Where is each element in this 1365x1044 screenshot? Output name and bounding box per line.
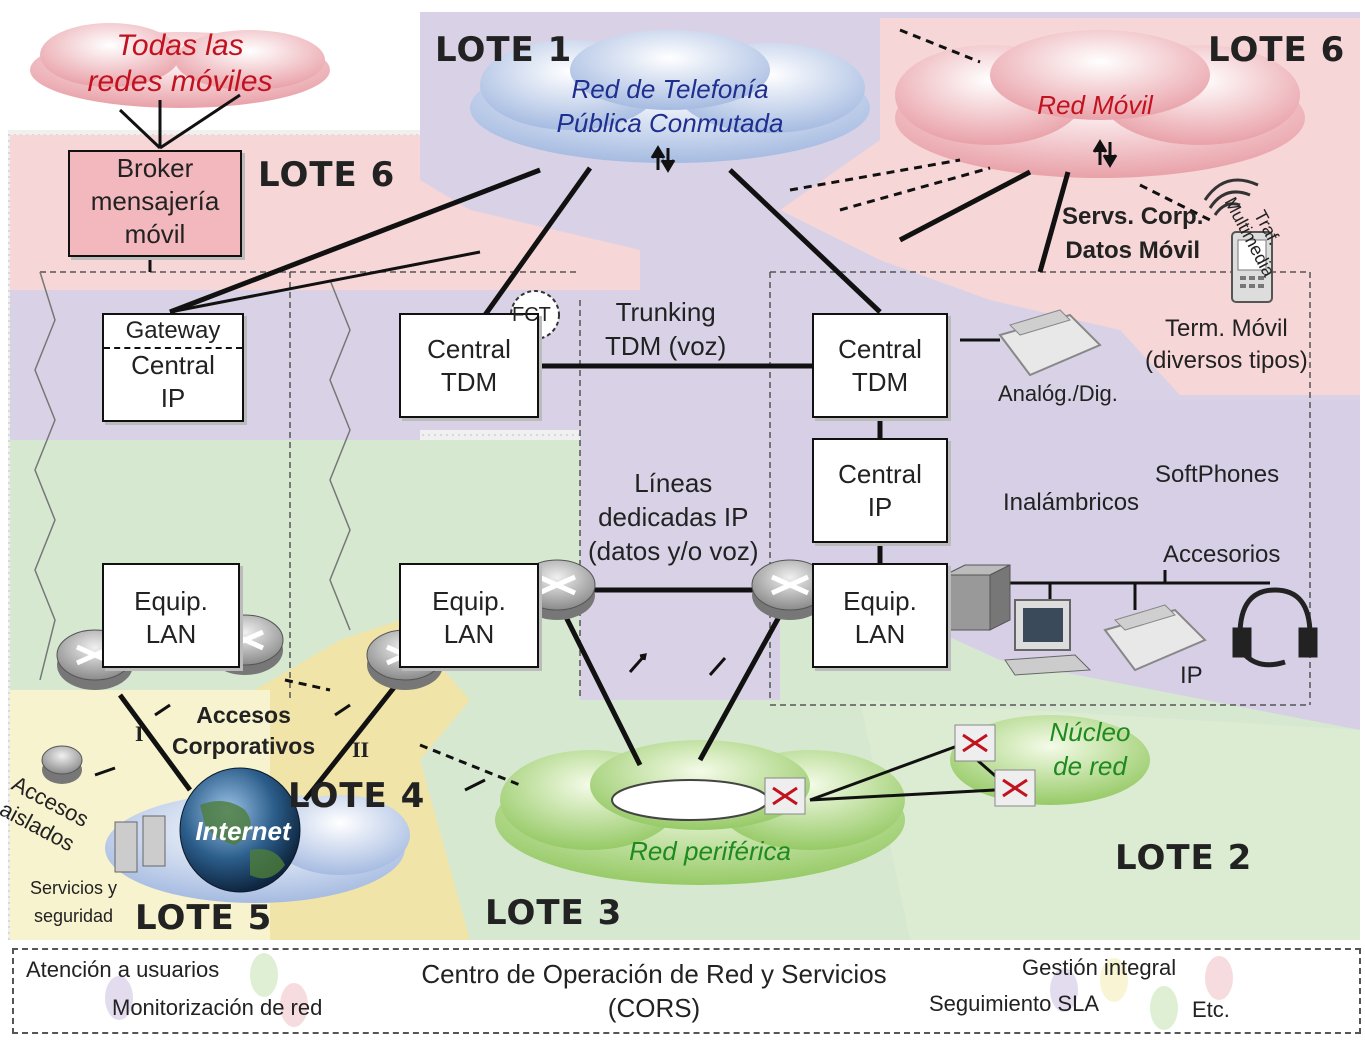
ip-phone-label: IP <box>1180 662 1203 689</box>
headset-icon <box>1232 587 1318 668</box>
wireless-signal <box>1203 178 1259 216</box>
internet-cloud-label: Internet <box>195 816 291 846</box>
peripheral-cloud-label: Red periférica <box>629 836 791 866</box>
pstn-cloud-label: Red de Telefonía Pública Conmutada <box>556 74 784 138</box>
trunk-lines <box>117 166 1071 802</box>
wireless-label: Inalámbricos <box>1003 489 1140 516</box>
servs-corp-label: Servs. Corp. Datos Móvil <box>1062 203 1204 264</box>
cors-acronym: (CORS) <box>607 993 701 1023</box>
equip-lan-left-box: Equip. LAN <box>102 563 240 668</box>
lote4-label: LOTE 4 <box>288 776 426 816</box>
lote1-label: LOTE 1 <box>435 30 573 70</box>
cors-seguimiento: Seguimiento SLA <box>929 991 1099 1016</box>
thin-lines <box>118 93 1270 802</box>
core-cloud-label: Núcleo de red <box>1049 717 1131 781</box>
switch-icons <box>764 724 1036 815</box>
trunking-label: Trunking TDM (voz) <box>605 297 727 361</box>
cors-bar: Atención a usuarios Monitorización de re… <box>12 948 1361 1034</box>
ip-phone-icon <box>1103 604 1207 672</box>
computer-icon <box>1004 599 1092 676</box>
cloud-internet <box>105 767 410 903</box>
lote6-top-label: LOTE 6 <box>1208 30 1346 70</box>
analog-dig-label: Analóg./Dig. <box>998 381 1118 406</box>
gateway-label: Gateway <box>104 315 242 349</box>
equip-lan-mid-box: Equip. LAN <box>399 563 539 668</box>
traffic-arrows <box>94 139 1118 792</box>
analog-phone-icon <box>998 309 1102 377</box>
cloud-mobile-networks <box>30 23 330 108</box>
equip-lan-right-box: Equip. LAN <box>812 563 948 668</box>
mobile-cloud-label: Red Móvil <box>1037 90 1153 120</box>
cors-atencion: Atención a usuarios <box>26 957 220 982</box>
cors-title: Centro de Operación de Red y Servicios <box>421 959 887 989</box>
services-security-label: Servicios y seguridad <box>30 878 118 926</box>
corporate-access-label: Accesos Corporativos <box>172 702 316 759</box>
lote2-label: LOTE 2 <box>1115 838 1253 878</box>
central-ip-right-box: Central IP <box>812 438 948 543</box>
cors-gestion: Gestión integral <box>1022 955 1177 980</box>
softphones-label: SoftPhones <box>1155 461 1280 488</box>
central-tdm-right-box: Central TDM <box>812 313 948 418</box>
server-icons <box>114 815 166 873</box>
lote5-label: LOTE 5 <box>135 898 273 938</box>
central-tdm-mid-box: Central TDM <box>399 313 539 418</box>
cors-balloons <box>105 953 1233 1030</box>
fct-label: FCT <box>512 304 551 326</box>
cloud-mobile <box>895 30 1305 178</box>
mobile-networks-cloud-label: Todas las redes móviles <box>87 29 273 98</box>
term-movil-label: Term. Móvil (diversos tipos) <box>1145 315 1308 374</box>
cloud-pstn <box>470 30 870 163</box>
lote6-left-label: LOTE 6 <box>258 155 396 195</box>
broker-box: Broker mensajería móvil <box>68 150 242 257</box>
accessories-label: Accesorios <box>1163 541 1281 568</box>
dedicated-lines-label: Líneas dedicadas IP (datos y/o voz) <box>588 468 759 566</box>
roman-ii-label: II <box>352 737 370 762</box>
roman-i-label: I <box>135 721 144 746</box>
central-ip-left-label: Central IP <box>131 350 215 413</box>
gateway-central-ip-box: Gateway Central IP <box>102 313 244 422</box>
lote3-label: LOTE 3 <box>485 893 623 933</box>
cors-monitorizacion: Monitorización de red <box>112 995 323 1020</box>
cors-etc: Etc. <box>1192 997 1230 1022</box>
wireless-ap-icon <box>944 564 1011 631</box>
mobile-phone-icon <box>1231 231 1273 303</box>
